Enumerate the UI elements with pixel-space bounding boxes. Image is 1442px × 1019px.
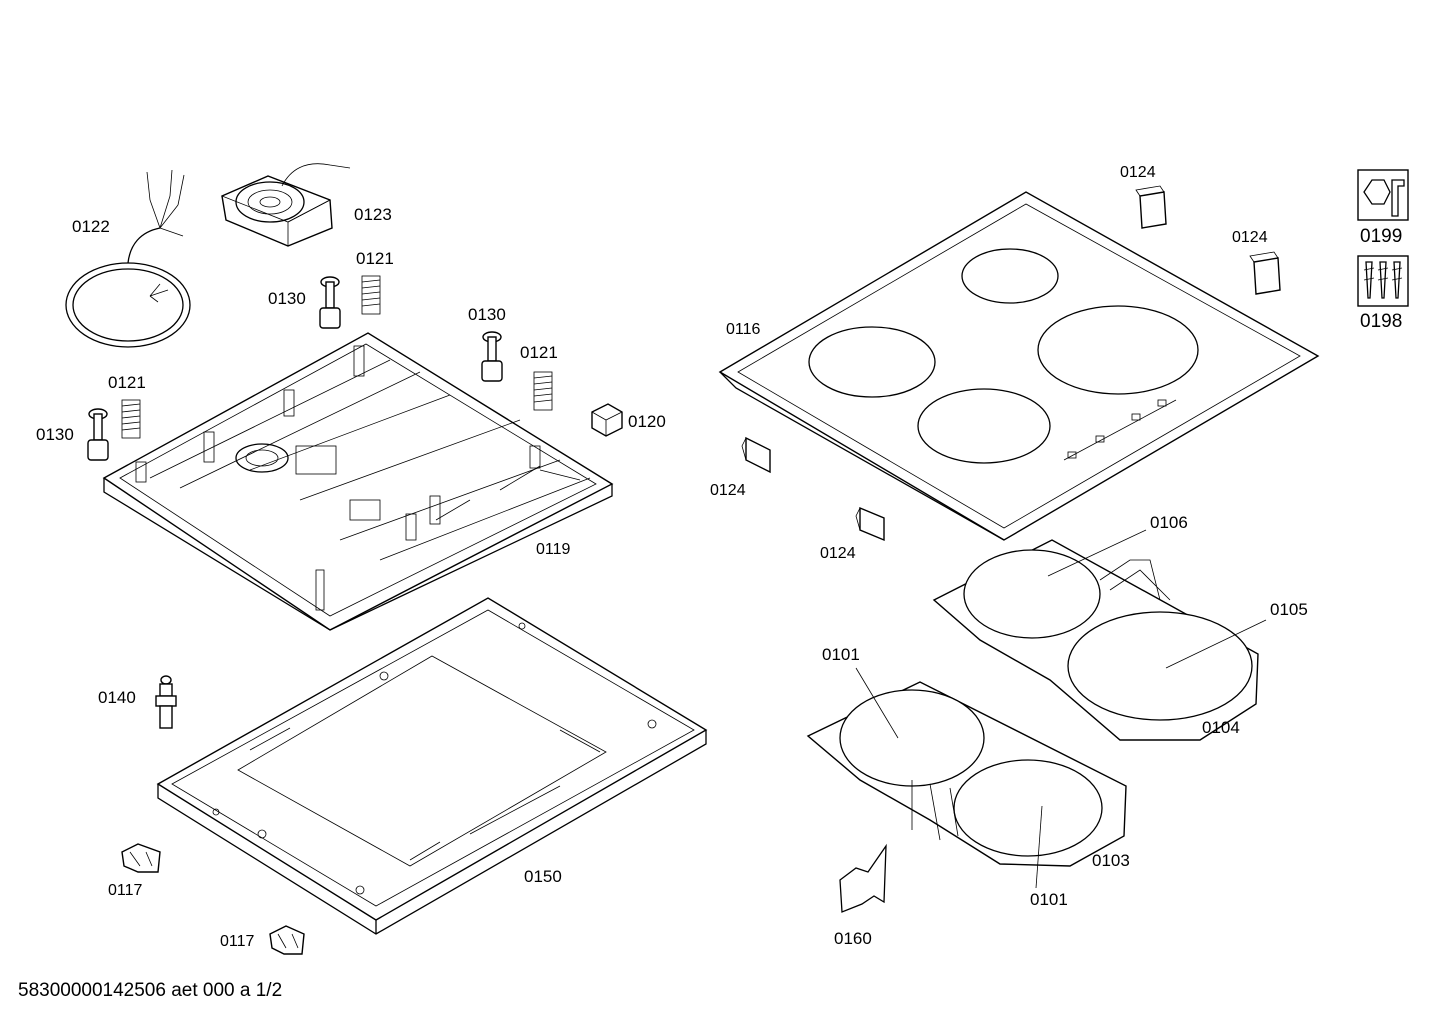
label-0106: 0106 <box>1150 513 1188 532</box>
label-0121-b: 0121 <box>520 343 558 362</box>
label-0124-a: 0124 <box>1120 164 1156 181</box>
fan-0123 <box>220 163 351 247</box>
bracket-0160 <box>839 843 887 913</box>
label-0121-c: 0121 <box>108 373 146 392</box>
label-0140: 0140 <box>98 688 136 707</box>
label-0105: 0105 <box>1270 600 1308 619</box>
label-0199: 0199 <box>1360 226 1402 247</box>
document-code-footer: 58300000142506 aet 000 a 1/2 <box>18 980 283 1001</box>
label-0101-a: 0101 <box>822 645 860 664</box>
label-0150: 0150 <box>524 867 562 886</box>
label-0122: 0122 <box>72 217 110 236</box>
label-0104: 0104 <box>1202 718 1240 737</box>
hex-nut-wrench-icon <box>1357 169 1409 221</box>
leader-lines <box>855 529 1267 889</box>
clip-0124-b <box>1249 251 1281 295</box>
heating-plate-0104 <box>932 539 1259 741</box>
label-0124-c: 0124 <box>710 482 746 499</box>
label-0124-d: 0124 <box>820 545 856 562</box>
clip-0120 <box>591 403 623 437</box>
glass-top-0116 <box>718 191 1320 541</box>
foot-0140 <box>155 675 177 729</box>
foot-0130-a <box>319 276 341 329</box>
spring-0121-c <box>121 399 141 439</box>
foot-0130-c <box>87 408 109 461</box>
label-0119: 0119 <box>536 541 571 558</box>
label-0117-a: 0117 <box>108 882 143 899</box>
label-0130-a: 0130 <box>268 289 306 308</box>
label-0121-a: 0121 <box>356 249 394 268</box>
label-0130-c: 0130 <box>36 425 74 444</box>
cable-0122 <box>65 169 191 348</box>
clip-0124-a <box>1135 185 1167 229</box>
heating-plate-0103 <box>806 681 1127 867</box>
clip-0124-c <box>741 436 771 474</box>
label-0123: 0123 <box>354 205 392 224</box>
foot-0130-b <box>481 331 503 382</box>
spring-0121-b <box>533 371 553 411</box>
bracket-0117-b <box>269 925 305 955</box>
label-0116: 0116 <box>726 321 761 338</box>
bracket-0117-a <box>121 843 161 873</box>
label-0198: 0198 <box>1360 311 1402 332</box>
housing-0119 <box>102 332 614 631</box>
spring-0121-a <box>361 275 381 315</box>
label-0101-b: 0101 <box>1030 890 1068 909</box>
screws-icon <box>1357 255 1409 307</box>
clip-0124-d <box>855 506 885 542</box>
frame-0150 <box>156 597 708 935</box>
label-0117-b: 0117 <box>220 933 255 950</box>
label-0120: 0120 <box>628 412 666 431</box>
label-0124-b: 0124 <box>1232 229 1268 246</box>
label-0130-b: 0130 <box>468 305 506 324</box>
label-0103: 0103 <box>1092 851 1130 870</box>
label-0160: 0160 <box>834 929 872 948</box>
